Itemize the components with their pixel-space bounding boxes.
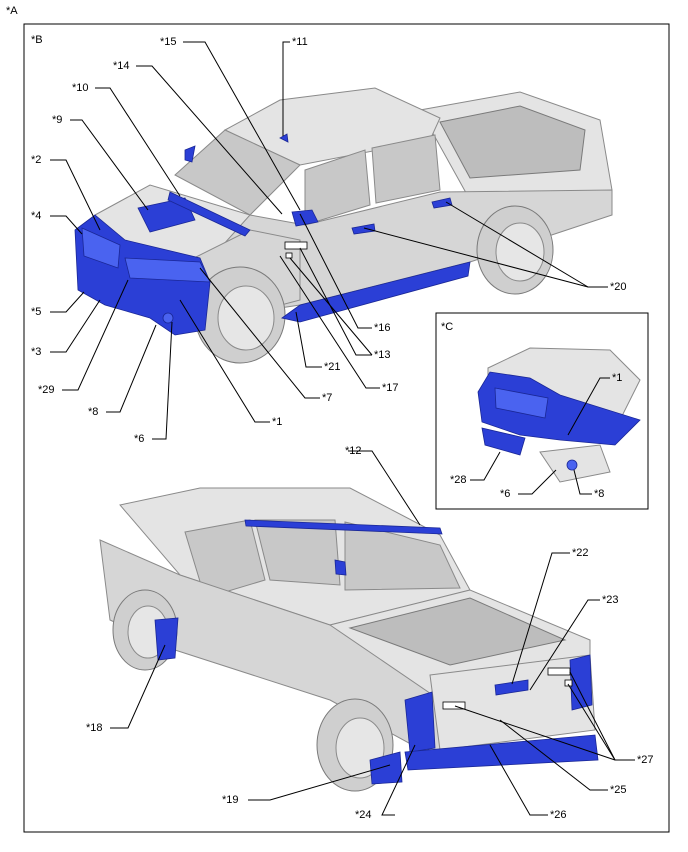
callout-27: *27 (637, 754, 654, 766)
side-mirror-highlight-right (291, 209, 319, 227)
callout-5: *5 (31, 306, 41, 318)
callout-21: *21 (324, 361, 341, 373)
callout-24: *24 (355, 809, 372, 821)
callout-25: *25 (610, 784, 627, 796)
tailgate-emblem-left (442, 701, 466, 710)
tailgate-emblem-right (547, 667, 571, 676)
callout-13: *13 (374, 349, 391, 361)
rear-bed-interior (348, 597, 567, 666)
panel-label-inset: *C (441, 321, 453, 333)
hood-molding-highlight (167, 191, 251, 237)
windshield (174, 129, 301, 216)
callout-15: *15 (160, 36, 177, 48)
rear-mudguard-highlight (369, 751, 403, 785)
front-mudguard-highlight (154, 617, 179, 661)
callout-3: *3 (31, 346, 41, 358)
callout-4: *4 (31, 210, 41, 222)
callout-28: *28 (450, 474, 467, 486)
roof-drip-highlight (334, 559, 347, 576)
callout-10: *10 (72, 82, 89, 94)
rear-callouts: *12 *22 *23 *27 *25 *26 *24 *19 *18 (86, 445, 654, 821)
rear-bumper-highlight (404, 734, 599, 771)
door-handle-rear-highlight (431, 197, 453, 209)
roof-rail-highlight (244, 519, 443, 535)
callout-12: *12 (345, 445, 362, 457)
callout-22: *22 (572, 547, 589, 559)
fog-lamp-highlight (162, 312, 174, 324)
callout-11: *11 (292, 36, 308, 48)
tailgate (429, 654, 596, 751)
front-truck-illustration (74, 87, 613, 364)
callout-19: *19 (222, 794, 239, 806)
rear-lamp-right-highlight (569, 654, 593, 711)
side-step-highlight (281, 261, 471, 323)
emblem-plate (284, 241, 308, 250)
figure-label: *A (6, 5, 18, 17)
callout-16: *16 (374, 322, 391, 334)
callout-6: *6 (134, 433, 144, 445)
rear-door-window (371, 134, 441, 204)
rear-side-window-1 (184, 519, 266, 599)
bed-interior (439, 105, 586, 179)
front-door-window (304, 149, 371, 226)
callout-7: *7 (322, 392, 332, 404)
side-mirror-highlight-left (184, 145, 196, 163)
rear-leader-lines (110, 450, 635, 816)
callout-8: *8 (88, 406, 98, 418)
inset-lower-left-highlight (481, 427, 526, 456)
front-rim (217, 285, 275, 351)
tailgate-handle-highlight (494, 679, 529, 696)
inset-fog-lamp (566, 459, 578, 471)
callout-29: *29 (38, 384, 55, 396)
inset-grille (494, 387, 549, 419)
callout-14: *14 (113, 60, 130, 72)
callout-17: *17 (382, 382, 399, 394)
inset-frame (435, 312, 649, 510)
inset-bumper-illustration (477, 347, 641, 483)
callout-9: *9 (52, 114, 62, 126)
hood-scoop-highlight (137, 197, 196, 233)
inset-callout-8: *8 (594, 488, 604, 500)
inset-callout-6: *6 (500, 488, 510, 500)
headlamp-highlight (124, 257, 211, 283)
callout-1: *1 (272, 416, 282, 428)
tailgate-emblem-small (564, 679, 573, 687)
callout-23: *23 (602, 594, 619, 606)
front-callouts: *15 *11 *14 *10 *9 *2 *4 *5 *3 *29 *8 *6… (31, 36, 627, 445)
rear-lamp-left-highlight (404, 691, 436, 753)
callout-26: *26 (550, 809, 567, 821)
inset-front-bumper (477, 371, 641, 446)
rear-side-window-2 (254, 519, 341, 586)
callout-2: *2 (31, 154, 41, 166)
grille-highlight (81, 227, 121, 269)
emblem-small (285, 252, 293, 259)
rear-rim (495, 222, 545, 282)
rear-truck-illustration (99, 487, 599, 792)
callout-20: *20 (610, 281, 627, 293)
panel-label-front: *B (31, 34, 43, 46)
inset-leader-lines (470, 377, 610, 495)
callout-18: *18 (86, 722, 103, 734)
front-leader-lines (50, 41, 608, 440)
inset-callouts: *1 *28 *6 *8 (450, 372, 622, 500)
inset-callout-1: *1 (612, 372, 622, 384)
figure-frame (23, 23, 670, 833)
